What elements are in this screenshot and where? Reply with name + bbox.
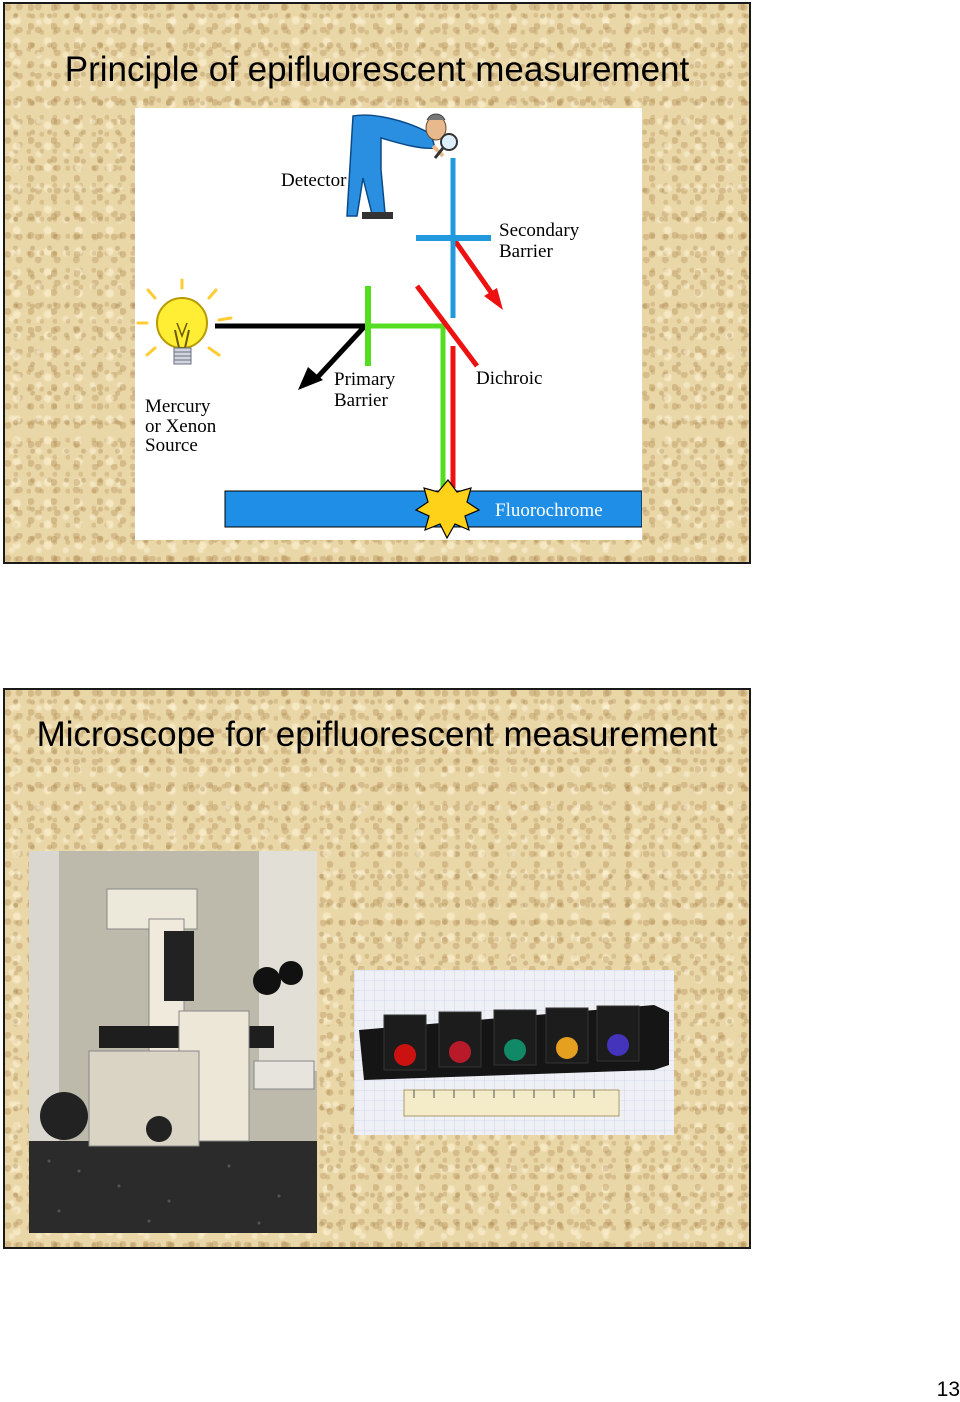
label-secondary-barrier: Secondary: [499, 220, 580, 241]
svg-text:Barrier: Barrier: [499, 241, 553, 262]
slide-principle: Principle of epifluorescent measurement: [3, 2, 751, 564]
label-primary-barrier: Primary: [334, 369, 396, 390]
label-fluorochrome: Fluorochrome: [495, 500, 603, 521]
filter-cube-slider-photo: [354, 970, 674, 1135]
light-bulb-icon: [136, 278, 233, 365]
emission-arrow-head: [484, 288, 503, 310]
label-dichroic: Dichroic: [476, 368, 542, 389]
dichroic-mirror: [415, 284, 479, 368]
svg-text:or Xenon: or Xenon: [145, 416, 217, 437]
label-source: Mercury: [145, 396, 211, 417]
burst-icon: [414, 479, 481, 540]
label-detector: Detector: [281, 170, 347, 191]
page-number: 13: [936, 1378, 960, 1401]
slide-title: Microscope for epifluorescent measuremen…: [36, 715, 718, 754]
svg-text:Barrier: Barrier: [334, 390, 388, 411]
person-with-magnifier-icon: [346, 113, 458, 220]
svg-text:Source: Source: [145, 435, 198, 456]
reflect-arrow-head: [298, 367, 323, 390]
inverted-microscope-photo: [29, 851, 317, 1233]
epifluorescence-diagram: Detector Secondary Barrier Primary Barri…: [135, 108, 642, 540]
slide-microscope: Microscope for epifluorescent measuremen…: [3, 688, 751, 1249]
slide-title: Principle of epifluorescent measurement: [64, 50, 690, 89]
